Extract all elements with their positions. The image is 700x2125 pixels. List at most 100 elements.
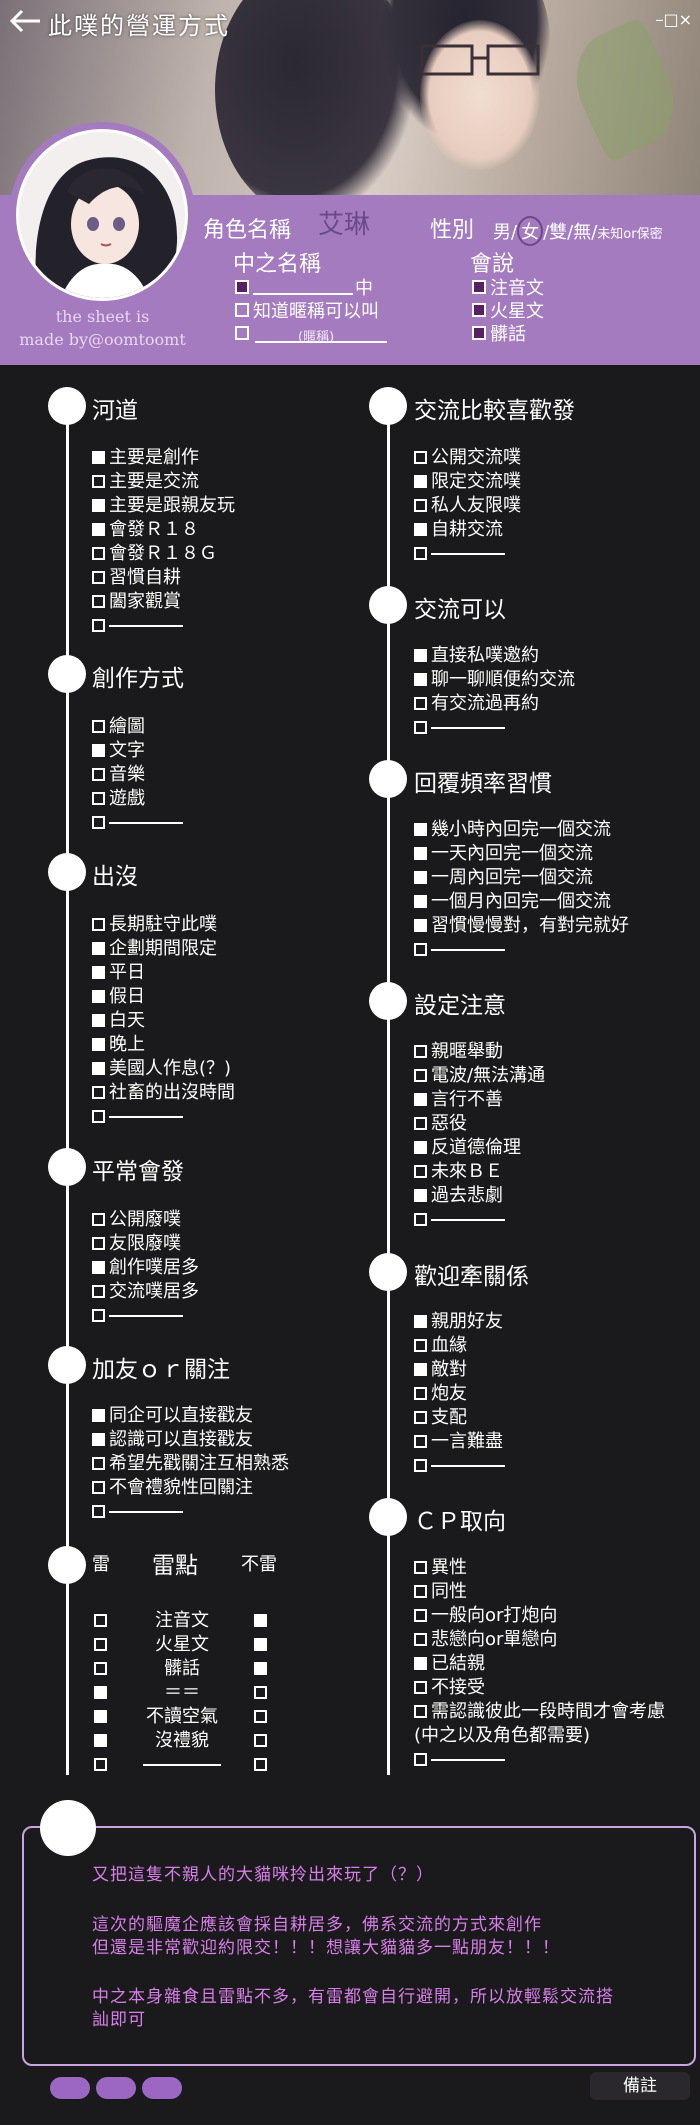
checklist-item[interactable]: 親朋好友 (414, 1310, 505, 1334)
lei-checkbox[interactable] (94, 1710, 107, 1723)
checklist-item[interactable] (92, 1304, 199, 1328)
tab-pill-2[interactable] (96, 2077, 136, 2099)
checkbox[interactable] (414, 1339, 427, 1352)
checkbox[interactable] (92, 990, 105, 1003)
checkbox[interactable] (414, 1213, 427, 1226)
checklist-item[interactable]: 同企可以直接戳友 (92, 1404, 289, 1428)
speak-checkbox-zanghua[interactable] (472, 326, 486, 340)
lei-checkbox[interactable] (94, 1662, 107, 1675)
checkbox[interactable] (92, 1505, 105, 1518)
checkbox[interactable] (414, 721, 427, 734)
checkbox[interactable] (92, 523, 105, 536)
checklist-item[interactable]: 一般向or打炮向 (414, 1604, 665, 1628)
checklist-item[interactable] (414, 542, 521, 566)
checklist-item[interactable]: 企劃期間限定 (92, 937, 235, 961)
checklist-item[interactable]: 闔家觀賞 (92, 590, 235, 614)
checklist-item[interactable]: 晚上 (92, 1033, 235, 1057)
checklist-item[interactable]: 公開廢噗 (92, 1208, 199, 1232)
checkbox[interactable] (414, 649, 427, 662)
checkbox[interactable] (414, 919, 427, 932)
checkbox[interactable] (92, 1086, 105, 1099)
checklist-item[interactable]: 音樂 (92, 763, 183, 787)
checklist-item[interactable]: 主要是創作 (92, 446, 235, 470)
checkbox[interactable] (92, 595, 105, 608)
checkbox[interactable] (414, 1141, 427, 1154)
checkbox[interactable] (414, 847, 427, 860)
checkbox[interactable] (92, 1038, 105, 1051)
checkbox[interactable] (414, 1561, 427, 1574)
checklist-item[interactable]: 支配 (414, 1406, 505, 1430)
checkbox[interactable] (92, 1213, 105, 1226)
checklist-item[interactable]: 習慣慢慢對，有對完就好 (414, 914, 629, 938)
checklist-item[interactable]: 悲戀向or單戀向 (414, 1628, 665, 1652)
checklist-item[interactable]: 私人友限噗 (414, 494, 521, 518)
checkbox[interactable] (414, 1387, 427, 1400)
checkbox[interactable] (414, 1165, 427, 1178)
checklist-item[interactable]: 會發Ｒ１８ (92, 518, 235, 542)
bulei-checkbox[interactable] (254, 1734, 267, 1747)
checklist-item[interactable]: (中之以及角色都需要) (414, 1724, 665, 1748)
zhong-checkbox-2[interactable] (235, 303, 249, 317)
checkbox[interactable] (92, 816, 105, 829)
speak-checkbox-zhuyin[interactable] (472, 280, 486, 294)
checklist-item[interactable] (414, 1454, 505, 1478)
checklist-item[interactable] (92, 614, 235, 638)
checklist-item[interactable]: 電波/無法溝通 (414, 1064, 545, 1088)
checklist-item[interactable]: 社畜的出沒時間 (92, 1081, 235, 1105)
checklist-item[interactable]: 遊戲 (92, 787, 183, 811)
bulei-checkbox[interactable] (254, 1614, 267, 1627)
checklist-item[interactable]: 自耕交流 (414, 518, 521, 542)
checkbox[interactable] (414, 1069, 427, 1082)
checkbox[interactable] (414, 895, 427, 908)
checkbox[interactable] (92, 792, 105, 805)
checkbox[interactable] (414, 475, 427, 488)
checkbox[interactable] (414, 1045, 427, 1058)
checkbox[interactable] (414, 823, 427, 836)
tab-pill-1[interactable] (50, 2077, 90, 2099)
checkbox[interactable] (414, 499, 427, 512)
checklist-item[interactable]: 不接受 (414, 1676, 665, 1700)
checkbox[interactable] (414, 1633, 427, 1646)
checklist-item[interactable]: 主要是交流 (92, 470, 235, 494)
checklist-item[interactable]: 需認識彼此一段時間才會考慮 (414, 1700, 665, 1724)
checklist-item[interactable]: 過去悲劇 (414, 1184, 545, 1208)
checklist-item[interactable]: 文字 (92, 739, 183, 763)
checklist-item[interactable]: 美國人作息(？) (92, 1057, 235, 1081)
checkbox[interactable] (414, 871, 427, 884)
checkbox[interactable] (92, 1285, 105, 1298)
checkbox[interactable] (92, 1457, 105, 1470)
checkbox[interactable] (414, 673, 427, 686)
checkbox[interactable] (92, 1062, 105, 1075)
checklist-item[interactable]: 創作噗居多 (92, 1256, 199, 1280)
checkbox[interactable] (414, 1435, 427, 1448)
checklist-item[interactable]: 長期駐守此噗 (92, 913, 235, 937)
checkbox[interactable] (414, 1681, 427, 1694)
checkbox[interactable] (414, 1657, 427, 1670)
checkbox[interactable] (414, 1117, 427, 1130)
checkbox[interactable] (92, 475, 105, 488)
checklist-item[interactable]: 一天內回完一個交流 (414, 842, 629, 866)
checklist-item[interactable]: 反道德倫理 (414, 1136, 545, 1160)
checkbox[interactable] (414, 451, 427, 464)
checkbox[interactable] (414, 1705, 427, 1718)
bulei-checkbox[interactable] (254, 1758, 267, 1771)
checkbox[interactable] (414, 1411, 427, 1424)
checkbox[interactable] (414, 1189, 427, 1202)
checkbox[interactable] (92, 1309, 105, 1322)
checkbox[interactable] (92, 1261, 105, 1274)
bulei-checkbox[interactable] (254, 1686, 267, 1699)
checkbox[interactable] (92, 1237, 105, 1250)
checklist-item[interactable]: 假日 (92, 985, 235, 1009)
checkbox[interactable] (92, 942, 105, 955)
checklist-item[interactable]: 敵對 (414, 1358, 505, 1382)
checkbox[interactable] (414, 1609, 427, 1622)
checkbox[interactable] (92, 744, 105, 757)
checkbox[interactable] (92, 1433, 105, 1446)
checkbox[interactable] (92, 768, 105, 781)
checklist-item[interactable] (92, 811, 183, 835)
checkbox[interactable] (92, 1409, 105, 1422)
checkbox[interactable] (414, 943, 427, 956)
checklist-item[interactable]: 習慣自耕 (92, 566, 235, 590)
checkbox[interactable] (92, 499, 105, 512)
lei-checkbox[interactable] (94, 1638, 107, 1651)
